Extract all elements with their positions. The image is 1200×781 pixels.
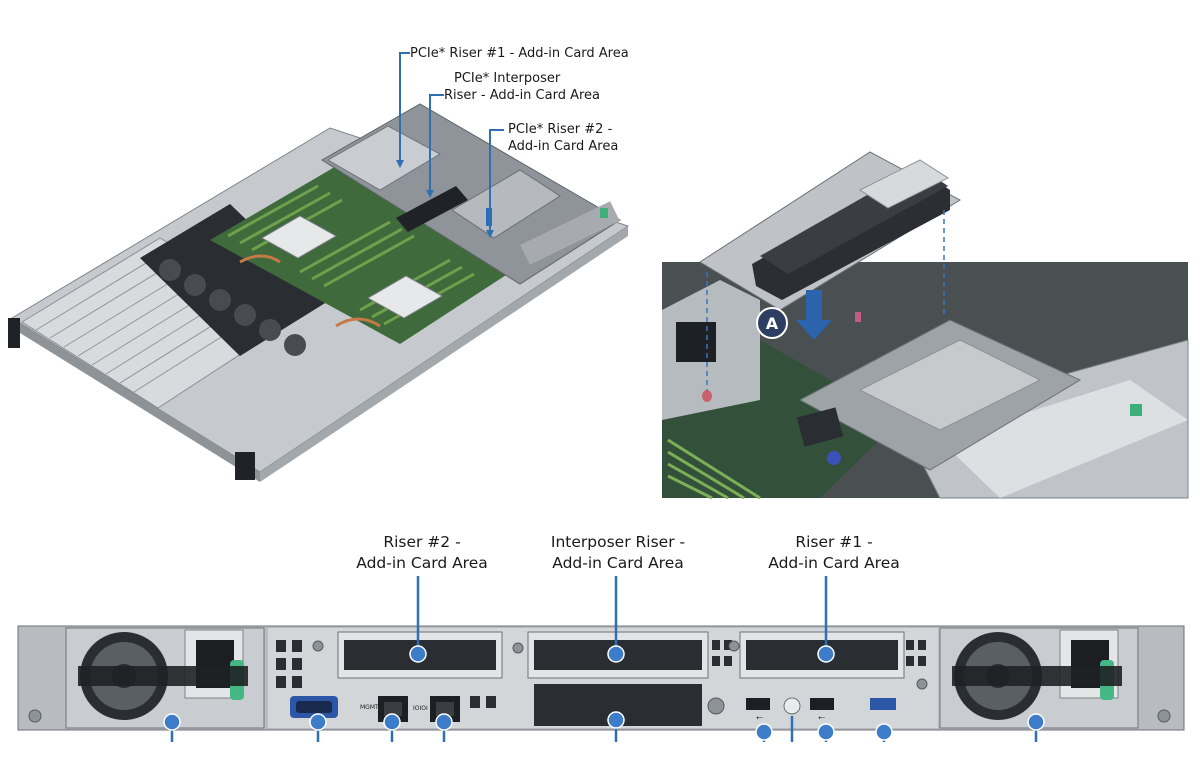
- psu-left: [65, 627, 265, 729]
- install-down-arrow: [796, 290, 832, 340]
- pink-pin: [855, 312, 861, 322]
- leader-interposer-arrow: [426, 190, 434, 198]
- leader-riser1: [399, 52, 410, 165]
- front-handle-right: [235, 452, 255, 480]
- dot-ioi: [435, 713, 453, 731]
- dimm-photo-rows: [667, 438, 761, 500]
- usb-symbol-2: ⭠: [818, 713, 826, 723]
- label-rear-riser2-line1: Riser #2 -: [383, 533, 461, 551]
- label-rear-riser2-line2: Add-in Card Area: [356, 554, 488, 572]
- dot-lower-slot: [607, 711, 625, 729]
- dot-rear-riser2: [409, 645, 427, 663]
- green-latch-photo: [1130, 404, 1142, 416]
- front-handle-left: [8, 318, 20, 348]
- dashed-alignment-lines: [706, 210, 945, 392]
- interposer-card: [396, 186, 468, 232]
- dot-psu-right: [1027, 713, 1045, 731]
- blue-knob: [827, 451, 841, 465]
- callout-badge-text: A: [766, 314, 779, 333]
- standoff-pin: [702, 390, 712, 402]
- riser1-bracket: [326, 125, 442, 191]
- usb-port-1: [746, 698, 770, 710]
- label-pcie-interposer-line1: PCIe* Interposer: [454, 71, 561, 86]
- label-rear-interposer-line1: Interposer Riser -: [550, 533, 686, 551]
- power-supply-top: [520, 201, 620, 265]
- label-rear-riser1-line1: Riser #1 -: [795, 533, 873, 551]
- leader-riser2-arrow: [486, 230, 494, 238]
- green-tab: [600, 208, 608, 218]
- id-button: [783, 697, 801, 715]
- chip-photo: [796, 407, 844, 447]
- dot-rear-riser1: [817, 645, 835, 663]
- riser-left-mesh: [858, 159, 950, 209]
- dot-usb2: [817, 723, 835, 741]
- label-pcie-interposer-line2: Riser - Add-in Card Area: [444, 88, 601, 103]
- label-rear-riser1-line2: Add-in Card Area: [768, 554, 900, 572]
- riser2-bracket: [451, 169, 561, 239]
- leader-riser1-arrow: [396, 160, 404, 168]
- dot-vga: [309, 713, 327, 731]
- label-rear-interposer: Interposer Riser - Add-in Card Area: [526, 532, 710, 574]
- leader-riser2: [489, 129, 504, 235]
- riser2-cage-mesh: [858, 339, 1042, 431]
- psu-housing-top: [940, 380, 1188, 498]
- label-pcie-riser2-line2: Add-in Card Area: [508, 139, 619, 154]
- usb-symbol-1: ⭠: [756, 713, 764, 723]
- dot-usb1: [755, 723, 773, 741]
- dot-mgmt: [383, 713, 401, 731]
- usb3-port: [870, 698, 896, 710]
- label-rear-interposer-line2: Add-in Card Area: [552, 554, 684, 572]
- dot-usb3: [875, 723, 893, 741]
- chassis-right-face: [260, 226, 628, 482]
- fan-bank: [140, 204, 330, 356]
- chassis-front-face: [12, 318, 260, 482]
- dot-rear-interposer: [607, 645, 625, 663]
- leader-interposer: [429, 94, 444, 195]
- mgmt-port-text: MGMT: [360, 704, 379, 711]
- label-rear-riser1: Riser #1 - Add-in Card Area: [750, 532, 918, 574]
- dot-psu-left: [163, 713, 181, 731]
- screws: [28, 640, 1171, 723]
- usb-port-2: [810, 698, 834, 710]
- psu-right: [939, 627, 1139, 729]
- ioi-port-text: IOIOI: [413, 705, 428, 712]
- label-pcie-riser1: PCIe* Riser #1 - Add-in Card Area: [410, 46, 629, 61]
- label-rear-riser2: Riser #2 - Add-in Card Area: [338, 532, 506, 574]
- heat-pipes: [239, 254, 381, 328]
- label-pcie-riser2-line1: PCIe* Riser #2 -: [508, 122, 613, 137]
- callout-badge-circle: [756, 307, 788, 339]
- black-conn-left: [676, 322, 716, 362]
- cpu-heatsinks: [260, 215, 444, 319]
- vent-holes: [276, 640, 926, 708]
- vga-port: [290, 696, 338, 718]
